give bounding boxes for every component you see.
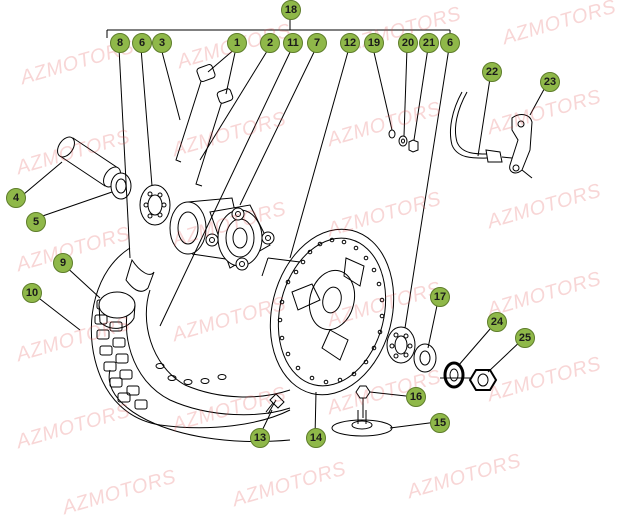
spacer-17 xyxy=(413,343,437,373)
front-wheel-drawing xyxy=(23,17,549,443)
small-screws xyxy=(388,129,419,153)
callout-6-right[interactable]: 6 xyxy=(440,33,460,53)
washer-24 xyxy=(440,361,472,389)
callout-20[interactable]: 20 xyxy=(398,33,418,53)
wheel-hub xyxy=(169,197,275,271)
callout-21[interactable]: 21 xyxy=(419,33,439,53)
callout-4[interactable]: 4 xyxy=(6,188,26,208)
callout-14[interactable]: 14 xyxy=(306,428,326,448)
bearing-6-right xyxy=(386,326,416,364)
callout-13[interactable]: 13 xyxy=(250,428,270,448)
callout-15[interactable]: 15 xyxy=(430,413,450,433)
callout-1[interactable]: 1 xyxy=(227,33,247,53)
leader-lines xyxy=(23,47,549,438)
bolt-16 xyxy=(355,385,371,418)
brake-disc xyxy=(261,228,395,396)
spokes xyxy=(175,64,234,187)
speed-sensor-cable xyxy=(449,91,513,163)
nut-25 xyxy=(468,369,498,391)
callout-23[interactable]: 23 xyxy=(540,72,560,92)
rim-holes xyxy=(155,363,227,385)
callout-5[interactable]: 5 xyxy=(26,212,46,232)
tyre-and-rim xyxy=(90,247,291,443)
callout-18[interactable]: 18 xyxy=(281,0,301,20)
callout-24[interactable]: 24 xyxy=(487,312,507,332)
callout-7[interactable]: 7 xyxy=(307,33,327,53)
callout-12[interactable]: 12 xyxy=(340,33,360,53)
callout-22[interactable]: 22 xyxy=(482,62,502,82)
bearing-6-left xyxy=(139,184,171,226)
callout-10[interactable]: 10 xyxy=(22,283,42,303)
callout-11[interactable]: 11 xyxy=(283,33,303,53)
axle-spacer xyxy=(57,136,121,188)
screw-13 xyxy=(265,393,285,415)
callout-17[interactable]: 17 xyxy=(430,287,450,307)
exploded-parts-diagram: AZMOTORS AZMOTORS AZMOTORS AZMOTORS AZMO… xyxy=(6,0,619,519)
callout-19[interactable]: 19 xyxy=(364,33,384,53)
seal-5 xyxy=(110,172,132,200)
callout-3[interactable]: 3 xyxy=(152,33,172,53)
callout-2[interactable]: 2 xyxy=(260,33,280,53)
callout-8[interactable]: 8 xyxy=(110,33,130,53)
rim-strip xyxy=(98,258,155,329)
callout-25[interactable]: 25 xyxy=(515,328,535,348)
callout-16[interactable]: 16 xyxy=(406,387,426,407)
callout-9[interactable]: 9 xyxy=(53,253,73,273)
callout-6-left[interactable]: 6 xyxy=(132,33,152,53)
base-plate-15 xyxy=(331,410,393,437)
sensor-bracket xyxy=(509,114,533,179)
tyre-knobs xyxy=(94,299,148,410)
